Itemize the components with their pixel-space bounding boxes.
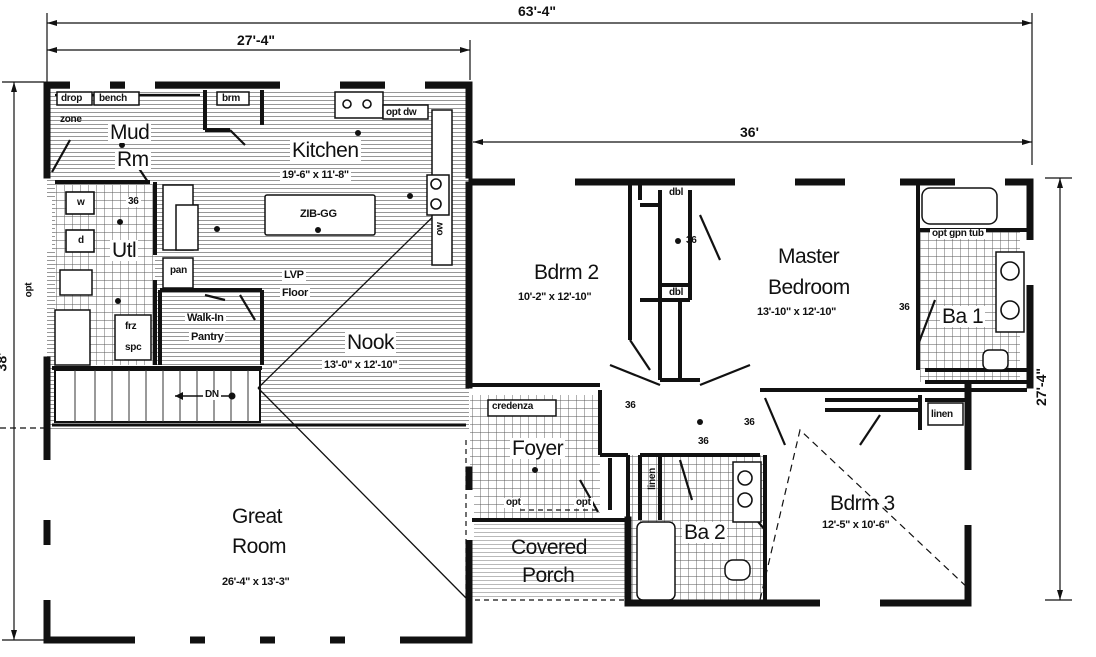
floor-label-2: Floor: [280, 287, 310, 299]
kitchen-label: Kitchen: [290, 139, 361, 162]
nook-label: Nook: [345, 331, 397, 354]
zone-label: zone: [60, 114, 82, 125]
ceiling-fixtures: [115, 130, 703, 473]
opt-dw-label: opt dw: [386, 107, 417, 118]
utility-label: Utl: [110, 239, 139, 262]
great-room-floor: [52, 432, 466, 636]
frz-label: frz: [123, 321, 139, 332]
porch-label: Covered: [511, 536, 587, 559]
opt-a-label: opt: [504, 497, 523, 508]
ba1-label: Ba 1: [940, 305, 986, 328]
pantry-label: Walk-In: [185, 312, 226, 324]
dn-label: DN: [203, 389, 221, 400]
dim-right-depth: 27'-4": [1033, 368, 1049, 406]
ba2-label: Ba 2: [682, 521, 728, 544]
nook-size: 13'-0" x 12'-10": [322, 359, 400, 371]
opt-gpn-tub-label: opt gpn tub: [930, 228, 986, 239]
bdrm3-size: 12'-5" x 10'-6": [822, 519, 890, 531]
clear-bdrm2-closet: 36: [686, 235, 697, 246]
windows: [42, 80, 1035, 645]
bdrm2-label: Bdrm 2: [534, 261, 599, 284]
foyer-label: Foyer: [510, 437, 566, 460]
porch-outline: [465, 440, 628, 601]
clear-hall-right: 36: [744, 417, 755, 428]
credenza-label: credenza: [490, 401, 535, 412]
bdrm3-label: Bdrm 3: [830, 492, 895, 515]
floor-label: LVP: [282, 269, 306, 281]
dimension-arrows: [11, 20, 1063, 640]
vault-line-bdrm3: [759, 428, 971, 601]
appliance-symbols: [65, 99, 1020, 508]
opt-b-label: opt: [574, 497, 593, 508]
dbl-top-label: dbl: [667, 187, 686, 198]
dimension-lines: [0, 13, 1072, 641]
clear-master: 36: [899, 302, 910, 313]
brm-label: brm: [222, 93, 240, 104]
mud-room-label: Mud: [108, 121, 152, 144]
dim-right-width: 36': [740, 124, 759, 140]
kitchen-cabinets: [54, 91, 1025, 601]
master-size: 13'-10" x 12'-10": [757, 306, 837, 318]
washer-label: w: [75, 197, 87, 208]
island-label: ZIB-GG: [298, 208, 339, 220]
pan-label: pan: [168, 265, 189, 276]
stair: [54, 369, 261, 423]
ow-label: ow: [434, 222, 446, 236]
dim-left-depth: 38': [0, 352, 10, 372]
dim-left-width: 27'-4": [237, 32, 275, 48]
drop-label: drop: [61, 93, 83, 104]
dim-overall-width: 63'-4": [518, 3, 556, 19]
great-room-label-2: Room: [232, 535, 287, 558]
great-room-size: 26'-4" x 13'-3": [222, 576, 290, 588]
spc-label: spc: [123, 342, 144, 353]
master-label: Master: [778, 245, 840, 268]
pantry-label-2: Pantry: [189, 331, 226, 343]
clear-util: 36: [126, 196, 141, 207]
bench-label: bench: [99, 93, 127, 104]
bdrm2-size: 10'-2" x 12'-10": [518, 291, 592, 303]
great-room-label: Great: [232, 505, 283, 528]
kitchen-size: 19'-6" x 11'-8": [280, 169, 351, 181]
linen-hall-label: linen: [646, 468, 658, 490]
ceiling-lines: [257, 199, 467, 599]
porch-label-2: Porch: [522, 564, 575, 587]
clear-hall-center: 36: [698, 436, 709, 447]
clear-hall-left: 36: [625, 400, 636, 411]
master-label-2: Bedroom: [768, 276, 850, 299]
dbl-bottom-label: dbl: [667, 287, 686, 298]
mud-room-label-2: Rm: [115, 148, 151, 171]
interior-walls: [52, 90, 1027, 603]
dryer-label: d: [76, 235, 86, 246]
opt-left-label: opt: [23, 282, 35, 298]
linen-master-label: linen: [929, 409, 955, 420]
